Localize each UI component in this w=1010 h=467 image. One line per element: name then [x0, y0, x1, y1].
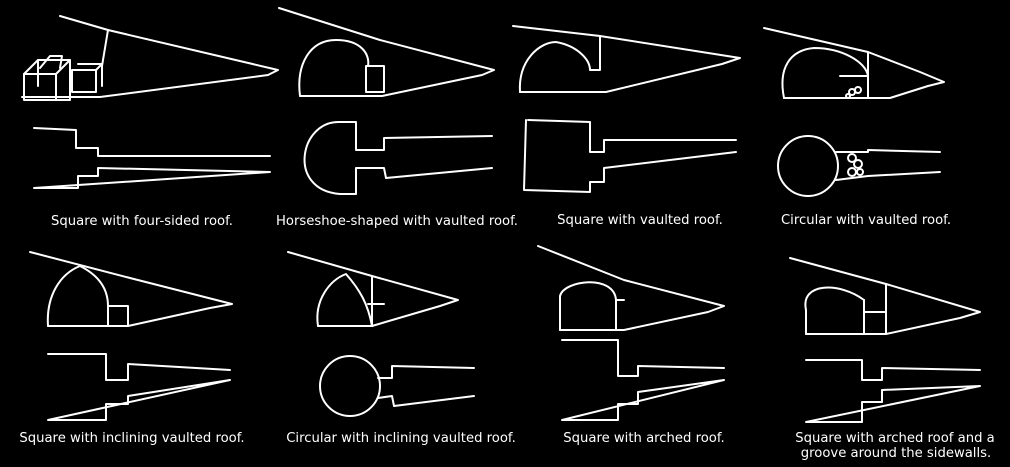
caption-horseshoe-vaulted-roof: Horseshoe-shaped with vaulted roof.: [276, 214, 518, 229]
plan-view: [777, 135, 941, 197]
plan-view: [561, 339, 725, 421]
caption-square-arched-roof-groove-line1: Square with arched roof and a: [795, 431, 995, 446]
section-view: [29, 251, 233, 327]
plan-view: [33, 127, 271, 189]
panel-6-circular-inclining-vaulted-roof: [287, 251, 475, 417]
section-view: [763, 27, 945, 99]
plan-view: [303, 120, 493, 195]
section-view: [278, 7, 495, 97]
plan-view: [805, 359, 981, 423]
section-view: [21, 15, 279, 101]
panel-5-square-inclining-vaulted-roof: [29, 251, 233, 421]
caption-circular-vaulted-roof: Circular with vaulted roof.: [780, 213, 952, 228]
caption-square-inclining-vaulted-roof: Square with inclining vaulted roof.: [19, 431, 245, 446]
panel-1-square-four-sided-roof: [21, 15, 279, 189]
panel-8-square-arched-roof-groove: [789, 257, 981, 423]
panel-4-circular-vaulted-roof: [763, 27, 945, 197]
caption-square-four-sided-roof: Square with four-sided roof.: [51, 214, 233, 229]
caption-square-arched-roof-groove-line2: groove around the sidewalls.: [800, 446, 992, 461]
chamber-box-sketch: [23, 55, 103, 101]
caption-circular-inclining-vaulted-roof: Circular with inclining vaulted roof.: [286, 431, 516, 446]
plan-view: [319, 355, 475, 417]
panel-3-square-vaulted-roof: [512, 25, 741, 193]
caption-square-arched-roof: Square with arched roof.: [563, 431, 725, 446]
caption-square-vaulted-roof: Square with vaulted roof.: [557, 213, 723, 228]
plan-view: [47, 353, 231, 421]
section-view: [789, 257, 981, 335]
section-view: [512, 25, 741, 93]
plan-view: [523, 119, 737, 193]
panel-2-horseshoe-vaulted-roof: [278, 7, 495, 195]
section-view: [537, 245, 725, 331]
panel-7-square-arched-roof: [537, 245, 725, 421]
section-view: [287, 251, 459, 327]
